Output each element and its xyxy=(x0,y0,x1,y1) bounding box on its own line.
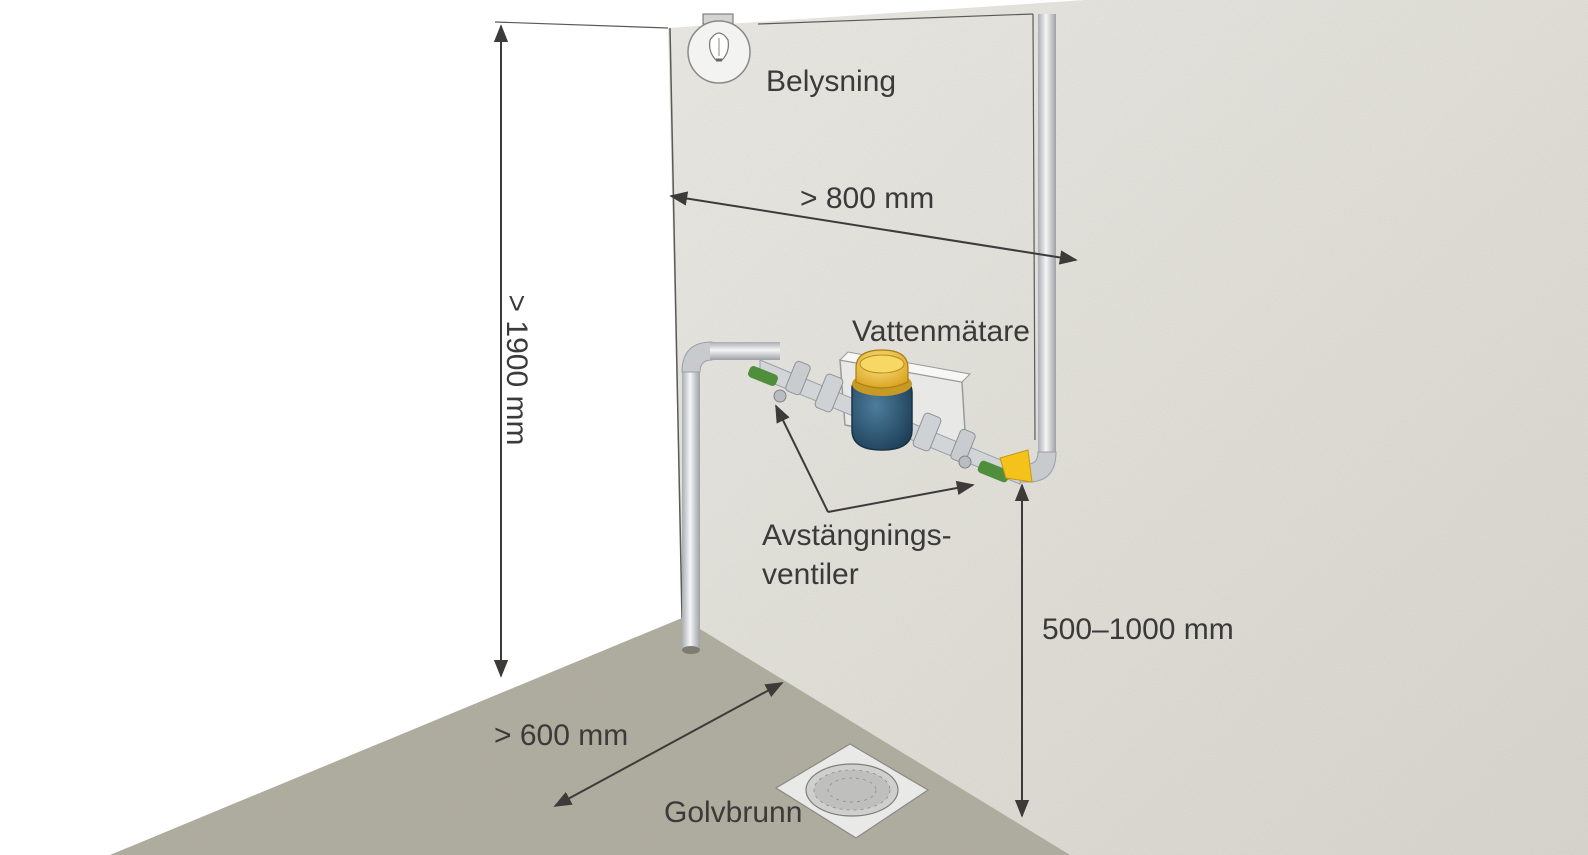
shutoff-valves-label-line1: Avstängnings- xyxy=(762,519,952,552)
meter-height-label: 500–1000 mm xyxy=(1042,613,1234,646)
dimension-width-clearance xyxy=(669,191,1078,265)
yellow-fitting xyxy=(999,449,1033,483)
height-clearance-label: > 1900 mm xyxy=(500,294,533,446)
supply-pipe-left xyxy=(681,341,780,654)
water-meter-icon xyxy=(851,349,913,451)
ceiling-edge-left xyxy=(494,21,669,29)
shutoff-valves-label-line2: ventiler xyxy=(762,558,859,591)
floor-drain-label: Golvbrunn xyxy=(664,796,803,829)
wall-corner-edge xyxy=(669,27,683,619)
shutoff-valve-right xyxy=(958,455,1010,483)
width-clearance-label: > 800 mm xyxy=(800,182,935,215)
floor-drain-icon xyxy=(774,743,930,839)
water-meter-label: Vattenmätare xyxy=(852,315,1030,348)
ceiling-edge xyxy=(757,13,1034,25)
lighting-label: Belysning xyxy=(766,65,897,98)
depth-clearance-label: > 600 mm xyxy=(494,719,629,752)
valve-pointer-lines xyxy=(775,404,975,513)
shutoff-valve-left xyxy=(748,366,787,403)
light-bulb-icon xyxy=(687,13,751,84)
dimension-depth-clearance xyxy=(553,682,784,807)
